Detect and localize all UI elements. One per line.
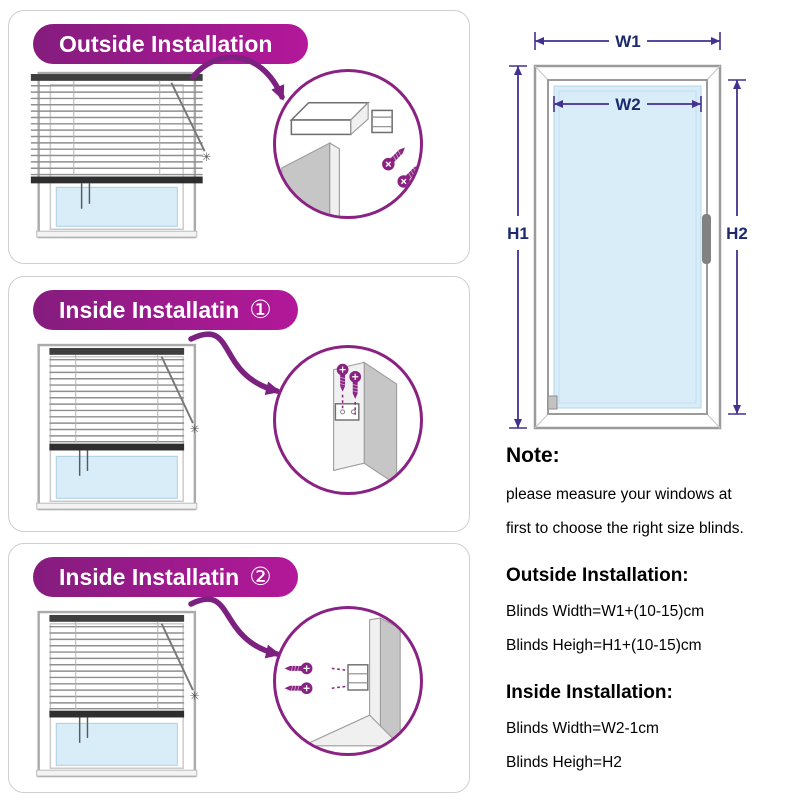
blinds-window-illustration: ✳ — [36, 343, 200, 511]
screw-icon — [397, 164, 420, 188]
bracket-detail-circle — [273, 345, 423, 495]
outside-bracket-detail-illustration — [281, 101, 420, 216]
panel-title: Inside Installatin — [59, 296, 240, 323]
screw-icon — [284, 662, 313, 675]
hinge — [547, 395, 558, 410]
tilt-wand — [160, 356, 194, 424]
curved-arrow-icon — [190, 54, 285, 101]
panel-title: Outside Installation — [59, 30, 273, 57]
notes-section: Note: please measure your windows at fir… — [506, 444, 798, 787]
screw-icon — [349, 370, 362, 399]
blinds-window-illustration: ✳ — [30, 71, 212, 239]
mounting-bracket — [334, 403, 360, 421]
blinds-bottom-rail — [49, 710, 185, 718]
panel-title-banner: Inside Installatin ① — [33, 290, 298, 330]
blinds-bottom-rail — [30, 176, 203, 184]
panel-title: Inside Installatin — [59, 563, 240, 590]
screw-icon — [284, 682, 313, 695]
curved-arrow-icon — [188, 331, 281, 396]
wall-surface — [281, 142, 331, 216]
wand-tip-icon: ✳ — [190, 690, 200, 703]
window-glass — [55, 722, 178, 766]
panel-inside-installation-2: Inside Installatin ② ✳ — [8, 543, 470, 793]
blinds-slats — [49, 358, 185, 443]
window-handle — [702, 214, 711, 264]
blinds-bottom-rail — [49, 443, 185, 451]
window-sill — [36, 769, 198, 777]
blinds-headrail — [49, 614, 185, 622]
outside-width-formula: Blinds Width=W1+(10-15)cm — [506, 602, 705, 620]
panel-badge-2: ② — [249, 562, 272, 591]
bracket-detail-circle — [273, 69, 423, 219]
window-glass — [553, 85, 702, 409]
blinds-headrail — [49, 347, 185, 355]
outside-height-formula: Blinds Heigh=H1+(10-15)cm — [506, 637, 702, 655]
h2-label: H2 — [726, 224, 748, 243]
panel-inside-installation-1: Inside Installatin ① ✳ — [8, 276, 470, 532]
panel-title-banner: Inside Installatin ② — [33, 557, 298, 597]
window-sill — [36, 230, 198, 238]
inside-side-bracket-detail-illustration — [284, 617, 402, 747]
window-glass — [55, 455, 178, 499]
w1-label: W1 — [615, 32, 641, 51]
frame-surface — [363, 361, 398, 486]
inside-top-bracket-detail-illustration — [333, 361, 398, 486]
blinds-headrail — [30, 74, 203, 81]
inside-formula-title: Inside Installation: — [506, 681, 673, 703]
headrail-front — [290, 119, 352, 136]
inside-width-formula: Blinds Width=W2-1cm — [506, 719, 659, 737]
panel-outside-installation: Outside Installation ✳ — [8, 10, 470, 264]
h1-label: H1 — [507, 224, 529, 243]
mounting-bracket — [347, 664, 369, 691]
wand-tip-icon: ✳ — [190, 423, 200, 436]
mounting-bracket — [371, 109, 393, 134]
wand-tip-icon: ✳ — [202, 151, 212, 164]
blinds-window-illustration: ✳ — [36, 610, 200, 778]
blinds-slats — [30, 85, 203, 176]
window-measurement-diagram: W1 W2 H1 H2 — [507, 32, 748, 430]
window-glass — [55, 186, 178, 227]
frame-surface — [379, 617, 401, 747]
note-body-line1: please measure your windows at — [506, 486, 732, 503]
bracket-detail-circle — [273, 606, 423, 756]
note-body-line2: first to choose the right size blinds. — [506, 520, 744, 538]
curved-arrow-icon — [188, 596, 281, 659]
screw-icon — [382, 147, 405, 171]
note-title: Note: — [506, 444, 560, 467]
outside-formula-title: Outside Installation: — [506, 564, 689, 586]
panel-title-banner: Outside Installation — [33, 24, 309, 64]
window-sill — [36, 502, 198, 510]
sill-plane — [302, 714, 402, 747]
inside-height-formula: Blinds Heigh=H2 — [506, 754, 622, 772]
tilt-wand — [160, 623, 194, 691]
panel-badge-1: ① — [249, 295, 272, 324]
w2-label: W2 — [615, 95, 641, 114]
blinds-slats — [49, 625, 185, 710]
tilt-wand — [170, 82, 206, 152]
screw-icon — [336, 363, 349, 392]
